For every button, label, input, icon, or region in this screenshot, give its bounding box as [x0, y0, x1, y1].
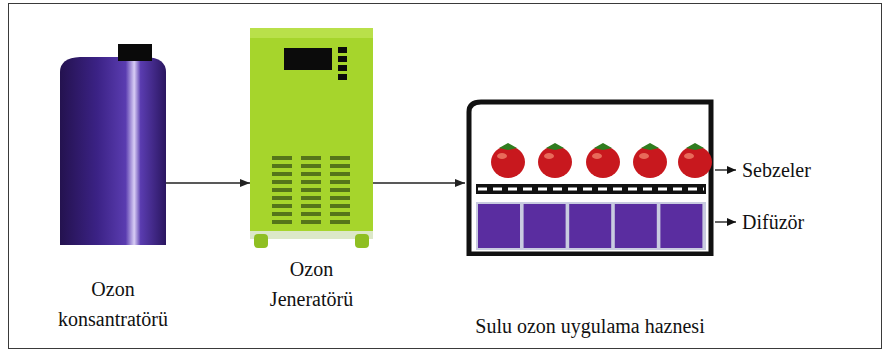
part-label: Sebzeler	[742, 158, 811, 182]
equipment-caption: Ozon Jeneratörü	[252, 254, 372, 314]
part-label: Difüzör	[742, 210, 804, 234]
flow-arrow	[373, 182, 465, 183]
leader-arrow	[715, 169, 736, 170]
equipment-caption: Ozon konsantratörü	[43, 274, 183, 334]
ozone-generator-cabinet	[250, 28, 373, 248]
flow-arrow	[166, 182, 250, 183]
equipment-node: Sulu ozon uygulama haznesi	[465, 98, 715, 256]
equipment-node: Ozon konsantratörü	[60, 44, 166, 245]
ozone-concentrator-cylinder	[60, 44, 166, 245]
equipment-caption: Sulu ozon uygulama haznesi	[430, 311, 750, 341]
equipment-node: Ozon Jeneratörü	[250, 28, 373, 248]
aqueous-ozone-tank	[465, 98, 715, 256]
leader-arrow	[715, 221, 736, 222]
